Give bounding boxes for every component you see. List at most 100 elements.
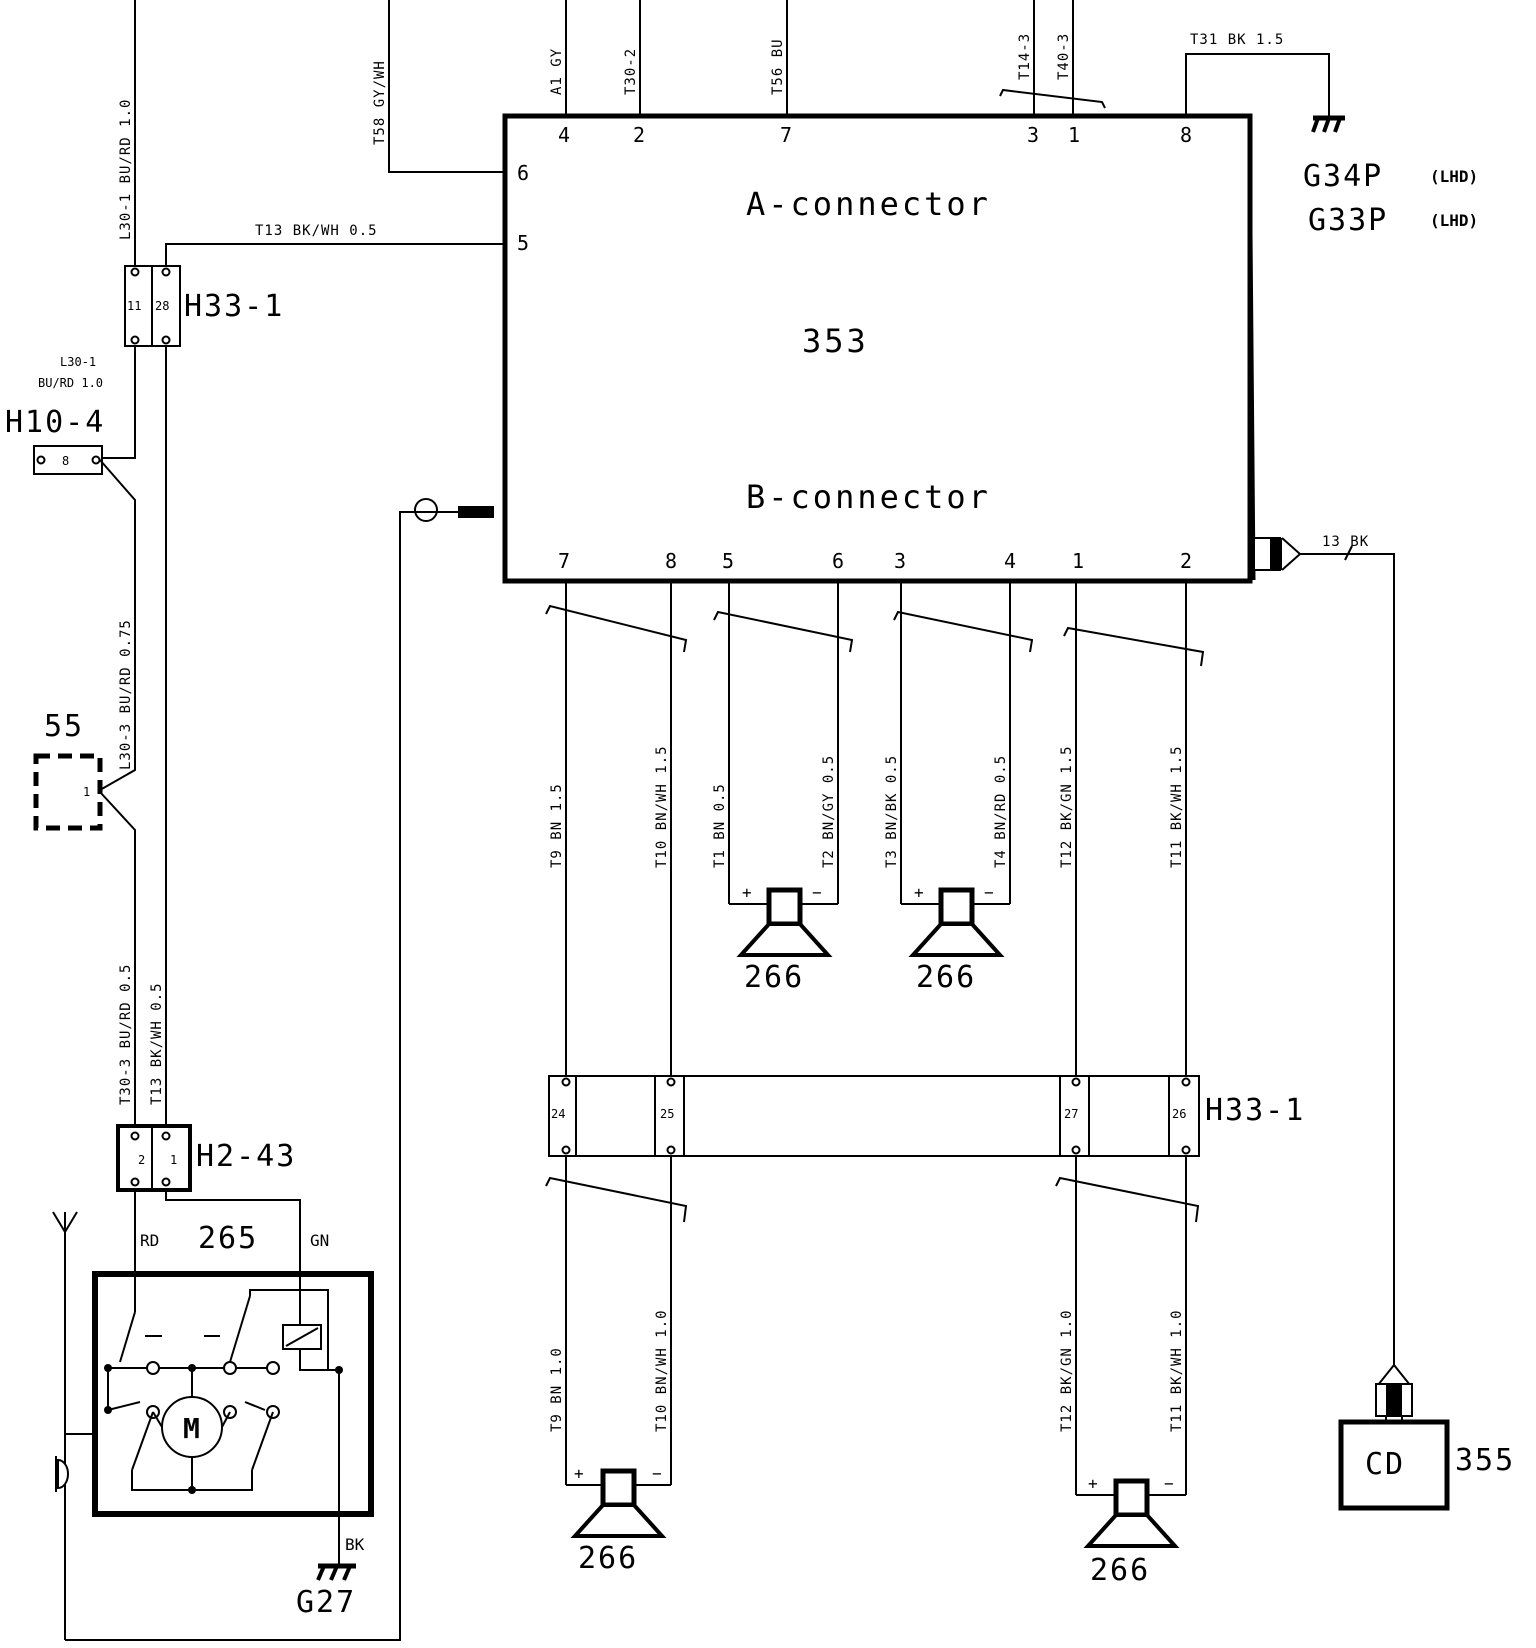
wire-label-t13-low: T13 BK/WH 0.5 xyxy=(149,982,165,1105)
speaker-1-minus: − xyxy=(812,883,822,902)
wire-label-t2: T2 BN/GY 0.5 xyxy=(821,755,837,868)
wire-t31 xyxy=(1185,53,1330,118)
connector-h2-43 xyxy=(116,1124,192,1192)
b-pin-5: 5 xyxy=(722,549,734,573)
left-pin-5: 5 xyxy=(517,231,529,255)
wire-label-t11-lower: T11 BK/WH 1.0 xyxy=(1169,1309,1185,1432)
wire-gn xyxy=(165,1190,301,1345)
speaker-4-minus: − xyxy=(1164,1474,1174,1493)
wire-t13 xyxy=(165,243,505,266)
top-wires: T58 GY/WH A1 GY T30-2 T56 BU T14-3 T40-3… xyxy=(165,0,1478,266)
wire-label-rd: RD xyxy=(140,1231,159,1250)
wire-label-t11-upper: T11 BK/WH 1.5 xyxy=(1169,745,1185,868)
wire-label-t9-lower: T9 BN 1.0 xyxy=(549,1347,565,1432)
connector-55-pin: 1 xyxy=(83,785,90,799)
wire-label-a1: A1 GY xyxy=(549,48,565,95)
speaker-1-plus: + xyxy=(742,883,752,902)
connector-h33-1-bottom: 24 25 27 26 H33-1 xyxy=(548,1075,1305,1157)
ground-g34p-lhd: (LHD) xyxy=(1430,167,1478,186)
speaker-1-label: 266 xyxy=(744,960,804,995)
h10-4-pin-8: 8 xyxy=(62,454,69,468)
connector-55 xyxy=(33,753,103,831)
speaker-3-minus: − xyxy=(652,1464,662,1483)
unit-353: A-connector 353 B-connector 4 2 7 3 1 8 … xyxy=(502,113,1256,584)
h2-43-pin-2: 2 xyxy=(138,1153,145,1167)
b-pin-6: 6 xyxy=(832,549,844,573)
wire-t30-3 xyxy=(99,791,136,1136)
cd-connector-icon xyxy=(1375,1363,1413,1422)
wire-label-l30-1-top: L30-1 BU/RD 1.0 xyxy=(118,99,134,240)
b-pin-1: 1 xyxy=(1072,549,1084,573)
ground-g34p-icon xyxy=(1311,115,1345,133)
b-pin-7: 7 xyxy=(558,549,570,573)
antenna-icon xyxy=(52,1211,95,1640)
wire-label-t13: T13 BK/WH 0.5 xyxy=(255,223,378,239)
connector-h33-1-top-label: H33-1 xyxy=(184,289,284,324)
speaker-3-plus: + xyxy=(574,1464,584,1483)
wire-label-t31: T31 BK 1.5 xyxy=(1190,32,1284,48)
h33-1-pin-25: 25 xyxy=(660,1107,674,1121)
wire-label-13bk: 13 BK xyxy=(1322,534,1369,550)
ground-g33p-label: G33P xyxy=(1308,203,1388,238)
connector-h33-1-bottom-label: H33-1 xyxy=(1205,1093,1305,1128)
a-pin-8: 8 xyxy=(1180,123,1192,147)
wire-label-gn: GN xyxy=(310,1231,329,1250)
a-pin-7: 7 xyxy=(780,123,792,147)
cd-label: CD xyxy=(1365,1447,1405,1482)
ground-g33p-lhd: (LHD) xyxy=(1430,211,1478,230)
wire-label-t14-3: T14-3 xyxy=(1017,33,1033,80)
a-pin-1: 1 xyxy=(1068,123,1080,147)
speaker-wires-lower: T9 BN 1.0 T10 BN/WH 1.0 T12 BK/GN 1.0 T1… xyxy=(545,1156,1200,1495)
connector-h10-4-label: H10-4 xyxy=(5,405,105,440)
cd-id-label: 355 xyxy=(1455,1443,1515,1478)
wire-label-t9-upper: T9 BN 1.5 xyxy=(549,783,565,868)
motor-265-box xyxy=(92,1271,374,1517)
speaker-wires-upper: T9 BN 1.5 T10 BN/WH 1.5 T1 BN 0.5 T2 BN/… xyxy=(545,580,1205,1082)
b-pin-2: 2 xyxy=(1180,549,1192,573)
wire-label-t58: T58 GY/WH xyxy=(372,60,388,145)
unit-id-label: 353 xyxy=(802,322,869,360)
h33-1-pin-11: 11 xyxy=(127,299,141,313)
speaker-2-minus: − xyxy=(984,883,994,902)
wire-label-l30-1-mid-a: L30-1 xyxy=(60,355,96,369)
wire-label-t30-2: T30-2 xyxy=(623,48,639,95)
ground-g34p-label: G34P xyxy=(1303,159,1383,194)
a-pin-2: 2 xyxy=(633,123,645,147)
twisted-pair-mark-top xyxy=(999,88,1106,109)
speaker-4: + − 266 xyxy=(1076,1474,1186,1588)
wire-t58 xyxy=(388,0,505,173)
wire-label-bk: BK xyxy=(345,1535,365,1554)
speaker-4-label: 266 xyxy=(1090,1553,1150,1588)
h33-1-pin-26: 26 xyxy=(1172,1107,1186,1121)
h2-43-pin-1: 1 xyxy=(170,1153,177,1167)
wire-label-l30-1-mid-b: BU/RD 1.0 xyxy=(38,376,103,390)
h33-1-pin-28: 28 xyxy=(155,299,169,313)
motor-relay-circuit: M xyxy=(104,1276,343,1494)
left-circuit: L30-1 BU/RD 1.0 11 28 H33-1 L30-1 BU/RD … xyxy=(5,0,494,1641)
wire-label-t56: T56 BU xyxy=(770,38,786,95)
a-pin-4: 4 xyxy=(558,123,570,147)
wire-label-t4: T4 BN/RD 0.5 xyxy=(993,755,1009,868)
unit-353-box xyxy=(502,113,1253,584)
antenna-jack-icon xyxy=(414,498,494,522)
speaker-4-plus: + xyxy=(1088,1474,1098,1493)
a-pin-3: 3 xyxy=(1027,123,1039,147)
h33-1-pin-27: 27 xyxy=(1064,1107,1078,1121)
wire-label-t3: T3 BN/BK 0.5 xyxy=(884,755,900,868)
cd-355-box xyxy=(1338,1419,1450,1511)
ground-g27-label: G27 xyxy=(296,1585,356,1620)
connector-h2-43-label: H2-43 xyxy=(196,1139,296,1174)
speaker-3: + − 266 xyxy=(566,1464,671,1576)
motor-id-label: 265 xyxy=(198,1221,258,1256)
speaker-2: + − 266 xyxy=(901,883,1010,995)
h33-1-pin-24: 24 xyxy=(551,1107,565,1121)
wire-label-t1: T1 BN 0.5 xyxy=(712,783,728,868)
connector-h10-4 xyxy=(33,445,103,475)
cd-plug-icon xyxy=(1253,537,1302,571)
wire-label-t10-upper: T10 BN/WH 1.5 xyxy=(654,745,670,868)
b-pin-4: 4 xyxy=(1004,549,1016,573)
wire-l30-3 xyxy=(99,459,136,791)
wire-label-t12-lower: T12 BK/GN 1.0 xyxy=(1059,1309,1075,1432)
a-connector-label: A-connector xyxy=(746,185,991,223)
